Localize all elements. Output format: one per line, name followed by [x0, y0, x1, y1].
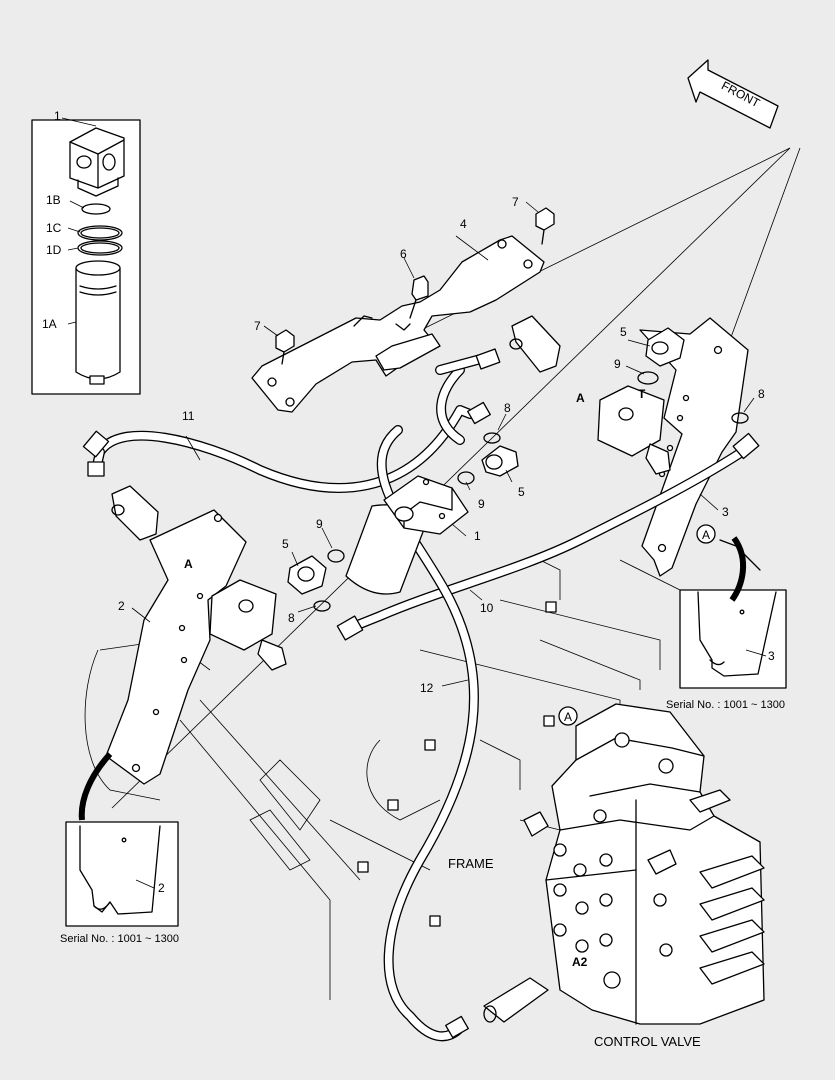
port-t: T	[638, 387, 646, 401]
hose-11	[91, 405, 475, 493]
bracket-3-right	[639, 317, 749, 577]
callout-5-mid: 5	[518, 485, 525, 499]
oring-8-mid	[483, 432, 501, 444]
control-valve	[523, 703, 765, 1025]
callout-8-left: 8	[288, 611, 295, 625]
detail-view-bracket-3: 3 Serial No. : 1001 ~ 1300	[666, 589, 787, 711]
callout-4: 4	[460, 217, 467, 231]
callout-6: 6	[400, 247, 407, 261]
frame-outline	[84, 147, 801, 1000]
detail-ref-a-valve-label: A	[564, 710, 572, 724]
frame-caption: FRAME	[448, 856, 494, 871]
callout-11: 11	[182, 409, 195, 423]
bolt-6	[403, 257, 429, 319]
callout-2: 2	[118, 599, 125, 613]
callout-5-left: 5	[282, 537, 289, 551]
detail-ref-a-valve: A	[558, 706, 578, 726]
detail-view-3-part-label: 3	[768, 649, 775, 663]
callout-8-mid: 8	[504, 401, 511, 415]
front-direction-arrow: FRONT	[687, 59, 779, 129]
filter-assembly-1	[345, 475, 469, 595]
bolt-7-left	[263, 325, 295, 365]
callout-12: 12	[420, 681, 434, 695]
hose-3-right-return	[345, 443, 753, 633]
callout-7-top: 7	[512, 195, 519, 209]
oring-8-left	[313, 600, 331, 612]
inline-check-valve-lower	[483, 977, 549, 1023]
hose-ends	[82, 348, 760, 1039]
detail-ref-a-right: A	[696, 524, 761, 602]
bracket-4-top-plate	[251, 235, 545, 413]
callout-7-left: 7	[254, 319, 261, 333]
callout-9-top: 9	[614, 357, 621, 371]
callout-5-top: 5	[620, 325, 627, 339]
detail-ref-a-right-label: A	[702, 528, 710, 542]
callout-1: 1	[474, 529, 481, 543]
bolt-7-top	[525, 201, 555, 245]
fitting-5-top	[645, 327, 685, 367]
detail-view-2-part-label: 2	[158, 881, 165, 895]
check-valve-upper	[509, 315, 561, 373]
callout-8-right: 8	[758, 387, 765, 401]
filter-kit-label-1c: 1C	[46, 221, 62, 235]
control-valve-caption: CONTROL VALVE	[594, 1034, 701, 1049]
filter-kit-label-1b: 1B	[46, 193, 61, 207]
detail-view-2-serial: Serial No. : 1001 ~ 1300	[60, 933, 179, 945]
filter-kit-label-1a: 1A	[42, 317, 57, 331]
oring-9-top	[637, 371, 659, 385]
filter-kit-detail-box: 1 1B 1C 1D 1A	[31, 109, 141, 395]
port-a2: A2	[572, 955, 588, 969]
port-a-left: A	[184, 557, 193, 571]
valve-block-right	[597, 385, 671, 475]
check-valve-left	[111, 485, 159, 541]
detail-view-3-serial: Serial No. : 1001 ~ 1300	[666, 699, 785, 711]
filter-kit-label-assembly: 1	[54, 109, 61, 123]
oring-9-mid	[457, 471, 475, 485]
oring-9-left	[327, 549, 345, 563]
callout-10: 10	[480, 601, 494, 615]
fitting-5-left	[287, 555, 327, 595]
callout-9-left: 9	[316, 517, 323, 531]
oring-8-right	[731, 412, 749, 424]
callout-3: 3	[722, 505, 729, 519]
callout-9-mid: 9	[478, 497, 485, 511]
port-a-right: A	[576, 391, 585, 405]
valve-block-left	[209, 579, 287, 671]
hose-10-suction	[435, 351, 497, 445]
callout-leaders	[131, 235, 755, 687]
fitting-5-mid	[481, 445, 519, 477]
detail-ref-stroke-left	[78, 751, 113, 821]
detail-view-bracket-2: 2 Serial No. : 1001 ~ 1300	[60, 821, 179, 945]
bracket-2-left	[105, 509, 247, 785]
filter-kit-label-1d: 1D	[46, 243, 62, 257]
